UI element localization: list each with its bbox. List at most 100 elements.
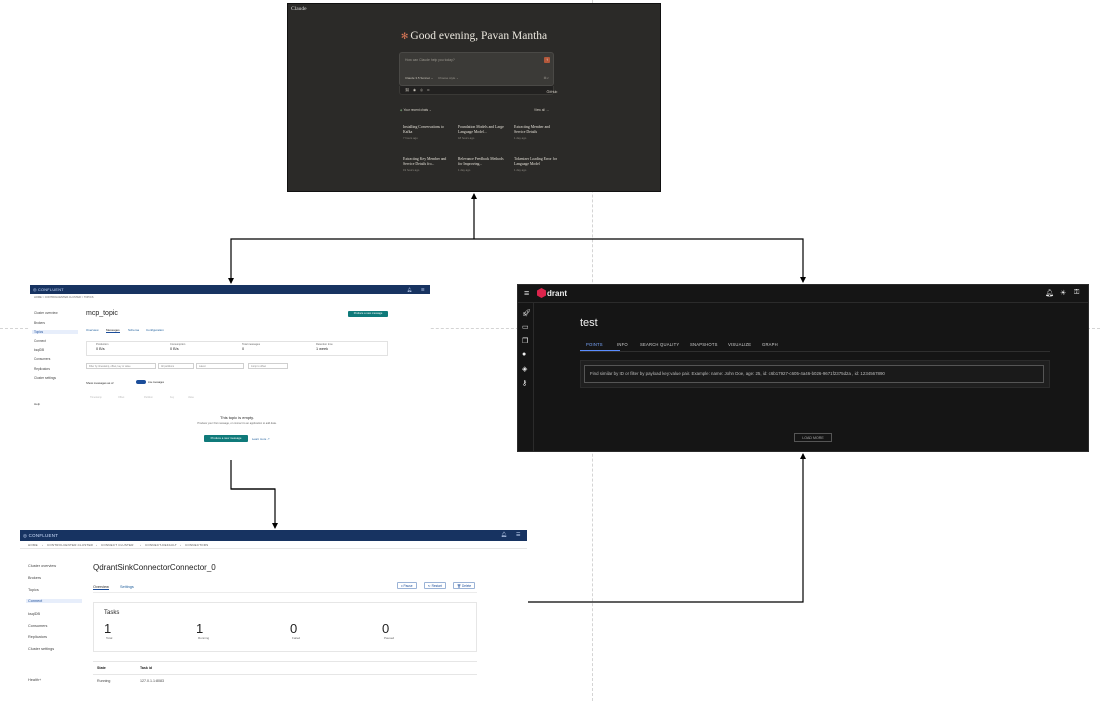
arrow-to-confluent-topic (228, 238, 474, 284)
confluent-topbar: ◎ CONFLUENT 🔔︎ ☰ (20, 530, 527, 541)
tab-messages[interactable]: Messages (106, 328, 120, 333)
delete-button[interactable]: 🗑︎ Delete (453, 582, 476, 589)
partition-select[interactable]: All partitions (158, 363, 194, 369)
tab-graph[interactable]: GRAPH (762, 342, 778, 347)
model-selector[interactable]: Claude 3.5 Sonnet ⌄ (405, 76, 434, 80)
bell-icon[interactable]: 🔔︎ (407, 286, 413, 292)
offset-select[interactable]: Latest (196, 363, 244, 369)
rocket-icon[interactable]: 🚀︎ (522, 310, 531, 317)
sidebar-item-connect[interactable]: Connect (26, 599, 82, 603)
chat-card[interactable]: Foundation Models and Large Language Mod… (458, 125, 504, 141)
sidebar-item-consumers[interactable]: Consumers (34, 357, 51, 361)
qdrant-brand: drant (547, 289, 567, 298)
breadcrumb-item[interactable]: CONNECTORS (185, 543, 209, 547)
tasks-paused-value: 0 (382, 621, 390, 636)
chat-card[interactable]: Tokenizer Loading Error for Language Mod… (514, 157, 558, 173)
live-messages-toggle[interactable] (136, 380, 146, 384)
bell-icon[interactable]: 🔔︎ (501, 532, 508, 538)
tab-points[interactable]: POINTS (586, 342, 603, 347)
active-tab-indicator (580, 350, 620, 351)
column-header-task-id: Task id (140, 666, 153, 670)
sidebar-item-replicators[interactable]: Replicators (34, 367, 50, 371)
bell-icon[interactable]: 🔔︎ (1045, 290, 1054, 297)
tab-settings[interactable]: Settings (120, 585, 134, 589)
sidebar-item-cluster-overview[interactable]: Cluster overview (34, 311, 58, 315)
pause-button[interactable]: ⏸ Pause (397, 582, 417, 589)
tab-snapshots[interactable]: SNAPSHOTS (690, 342, 718, 347)
tab-info[interactable]: INFO (617, 342, 628, 347)
claude-spark-icon: ✻ (400, 31, 409, 41)
style-selector[interactable]: Choose style ⌄ (438, 76, 459, 80)
sidebar-item-consumers[interactable]: Consumers (28, 624, 48, 628)
menu-icon[interactable]: ☰ (421, 286, 425, 292)
restart-button[interactable]: ↻ Restart (424, 582, 446, 589)
sidebar-item-brokers[interactable]: Brokers (28, 576, 42, 580)
load-more-button[interactable]: LOAD MORE (794, 433, 832, 442)
key-icon[interactable]: ⚷ (522, 380, 528, 387)
recent-chats-label[interactable]: ◆Your recent chats ⌄ (400, 108, 432, 112)
sidebar-item-topics[interactable]: Topics (28, 588, 39, 592)
produce-message-button-empty[interactable]: Produce a new message (204, 435, 248, 442)
recent-icon: ◆ (400, 108, 403, 112)
confluent-topic-screenshot: ◎ CONFLUENT 🔔︎ ☰ HOME > CONTROLCENTER.CL… (30, 285, 430, 460)
tab-configuration[interactable]: Configuration (146, 328, 164, 332)
points-search-input[interactable]: Find similar by ID or filter by payload … (584, 365, 1044, 383)
view-all-link[interactable]: View all → (534, 108, 550, 112)
github-icon[interactable]: ◉ (413, 88, 417, 92)
sidebar-item-brokers[interactable]: Brokers (34, 321, 45, 325)
sidebar-item-cluster-settings[interactable]: Cluster settings (28, 647, 55, 651)
produce-message-button[interactable]: Produce a new message (348, 311, 388, 317)
chat-card[interactable]: Extracting Key Member and Service Detail… (403, 157, 447, 173)
breadcrumb-item[interactable]: CONNECT CLUSTER (101, 543, 134, 547)
tag-icon[interactable]: ◈ (522, 366, 528, 373)
github-connect-button[interactable]: GitHub ⌄ (546, 88, 558, 94)
tasks-paused-label: Paused (384, 636, 395, 640)
jump-offset-input[interactable]: Jump to offset (248, 363, 288, 369)
page-title: QdrantSinkConnectorConnector_0 (93, 563, 216, 572)
attach-icon[interactable]: ⛓ (405, 88, 410, 92)
empty-state-subtitle: Produce your first message, or connect t… (197, 422, 277, 425)
sidebar-item-cluster-settings[interactable]: Cluster settings (34, 376, 56, 380)
sidebar-item-topics[interactable]: Topics (32, 330, 78, 334)
learn-more-link[interactable]: Learn more ↗ (252, 437, 270, 441)
sun-icon[interactable]: ☀ (1060, 290, 1067, 297)
arrow-to-connector (231, 488, 278, 529)
breadcrumb-sep: › (140, 543, 142, 547)
drive-icon[interactable]: ◎ (420, 88, 424, 92)
link-icon[interactable]: ∞ (427, 88, 430, 92)
tab-schema[interactable]: Schema (128, 328, 140, 332)
tasks-total-value: 1 (104, 621, 112, 636)
confluent-logo: ◎ CONFLUENT (23, 533, 59, 538)
menu-icon[interactable]: ☰ (516, 532, 521, 538)
sidebar-item-ksqldb[interactable]: ksqlDB (34, 348, 45, 352)
message-filter-input[interactable]: Filter by timestamp, offset, key or valu… (86, 363, 156, 369)
console-icon[interactable]: ▭ (522, 324, 529, 331)
table-divider (93, 674, 477, 675)
menu-icon[interactable]: ≡ (524, 288, 530, 298)
claude-toolbar: ⛓ ◉ ◎ ∞ GitHub ⌄ (399, 86, 558, 95)
breadcrumb-item[interactable]: CONTROLCENTER.CLUSTER (47, 543, 94, 547)
tab-search-quality[interactable]: SEARCH QUALITY (640, 342, 680, 347)
sidebar-health[interactable]: Health+ (28, 678, 42, 682)
sidebar-item-ksqldb[interactable]: ksqlDB (28, 612, 41, 616)
breadcrumb-item[interactable]: HOME (28, 543, 38, 547)
tab-overview[interactable]: Overview (93, 585, 109, 590)
sidebar-help[interactable]: Help (34, 402, 41, 406)
live-label: Show messages as of (86, 381, 114, 385)
claude-prompt-box[interactable]: How can Claude help you today? ↑ Claude … (399, 52, 554, 86)
tab-visualize[interactable]: VISUALIZE (728, 342, 752, 347)
breadcrumb-item[interactable]: CONNECT-DEFAULT (145, 543, 177, 547)
tab-overview[interactable]: Overview (86, 328, 99, 332)
arrow-connector-to-qdrant (528, 453, 806, 603)
sidebar-item-replicators[interactable]: Replicators (28, 635, 47, 639)
sidebar-item-cluster-overview[interactable]: Cluster overview (28, 564, 57, 568)
collections-icon[interactable]: ❐ (522, 338, 529, 345)
key-icon[interactable]: ⚿ (1074, 289, 1080, 296)
bulb-icon[interactable]: ● (522, 351, 527, 358)
sidebar-item-connect[interactable]: Connect (34, 339, 46, 343)
chat-card[interactable]: Relevance Feedback Methods for Improving… (458, 157, 504, 173)
send-button[interactable]: ↑ (544, 57, 550, 63)
